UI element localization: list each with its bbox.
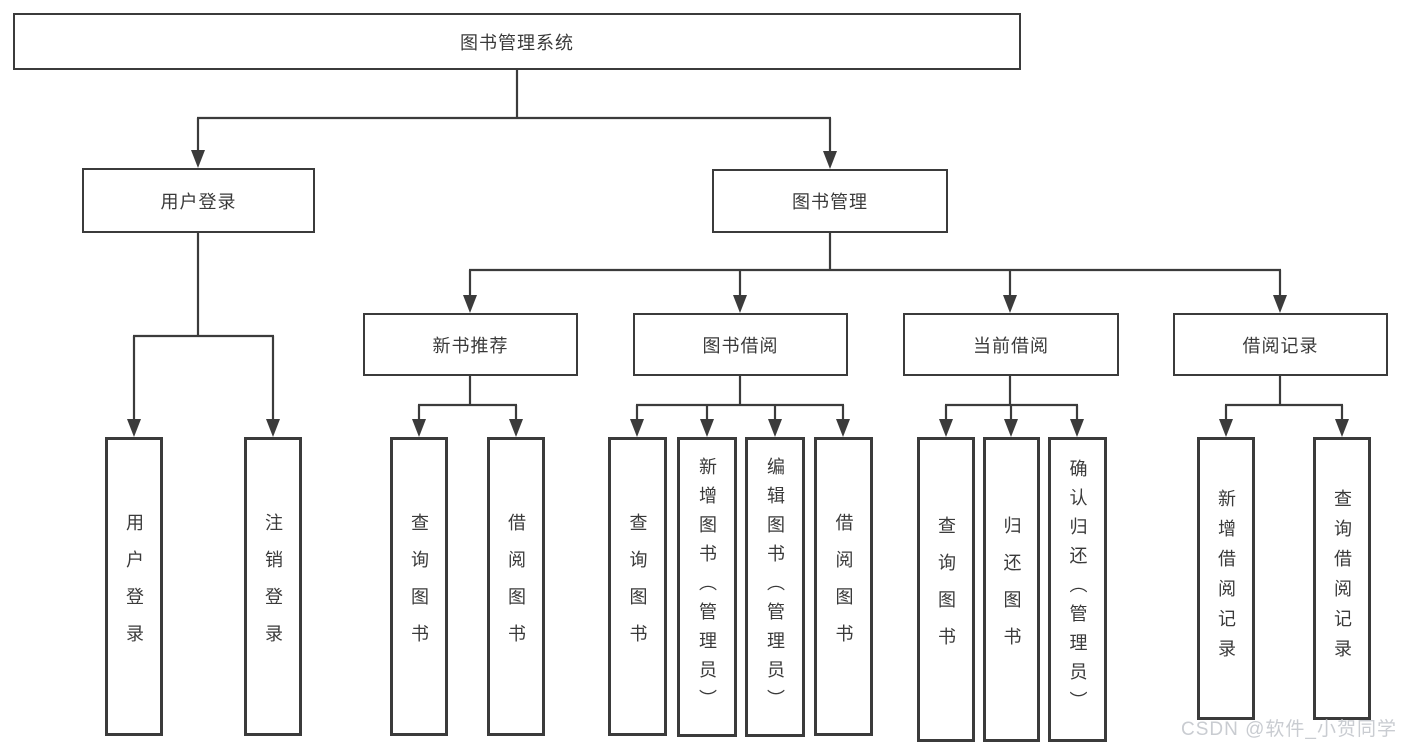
leaf-edit-books-admin: 编辑图书（管理员） (745, 437, 805, 737)
leaf-query-books-1: 查询图书 (390, 437, 448, 736)
connector-borrowrecords-to-leaves (1224, 375, 1344, 421)
node-new-book-recommend-label: 新书推荐 (432, 335, 509, 356)
leaf-borrow-books-1-label: 借阅图书 (506, 512, 526, 661)
node-book-management: 图书管理 (712, 169, 948, 233)
arrowheads (127, 150, 1349, 437)
node-book-borrow-label: 图书借阅 (702, 335, 779, 356)
leaf-confirm-return-admin-label: 确认归还（管理员） (1067, 459, 1088, 720)
leaf-query-books-3-label: 查询图书 (936, 515, 956, 664)
connector-root-to-level2 (196, 70, 832, 153)
connector-newbookrec-to-leaves (417, 375, 518, 421)
leaf-query-books-2: 查询图书 (608, 437, 667, 736)
leaf-user-login: 用户登录 (105, 437, 163, 736)
node-current-borrow: 当前借阅 (903, 313, 1119, 376)
leaf-return-books: 归还图书 (983, 437, 1040, 742)
leaf-add-books-admin: 新增图书（管理员） (677, 437, 737, 737)
leaf-add-books-admin-label: 新增图书（管理员） (697, 456, 717, 718)
leaf-user-login-label: 用户登录 (124, 512, 144, 661)
node-library-system-label: 图书管理系统 (460, 32, 574, 53)
node-book-management-label: 图书管理 (792, 192, 868, 212)
leaf-add-borrow-record: 新增借阅记录 (1197, 437, 1255, 720)
node-user-login-label: 用户登录 (160, 191, 237, 212)
leaf-query-books-3: 查询图书 (917, 437, 975, 742)
node-borrow-records-label: 借阅记录 (1242, 335, 1319, 356)
connector-bookmgmt-to-level3 (468, 233, 1282, 297)
node-library-system: 图书管理系统 (13, 13, 1021, 70)
leaf-borrow-books-2-label: 借阅图书 (833, 512, 854, 661)
leaf-logout-label: 注销登录 (263, 512, 283, 661)
node-user-login: 用户登录 (82, 168, 315, 233)
node-borrow-records: 借阅记录 (1173, 313, 1388, 376)
node-new-book-recommend: 新书推荐 (363, 313, 578, 376)
node-current-borrow-label: 当前借阅 (973, 335, 1049, 356)
leaf-query-borrow-record-label: 查询借阅记录 (1332, 488, 1352, 669)
connector-bookborrow-to-leaves (635, 375, 845, 421)
connector-currentborrow-to-leaves (944, 375, 1079, 421)
leaf-logout: 注销登录 (244, 437, 302, 736)
leaf-query-borrow-record: 查询借阅记录 (1313, 437, 1371, 720)
leaf-borrow-books-1: 借阅图书 (487, 437, 545, 736)
leaf-confirm-return-admin: 确认归还（管理员） (1048, 437, 1107, 742)
leaf-return-books-label: 归还图书 (1001, 515, 1022, 664)
leaf-borrow-books-2: 借阅图书 (814, 437, 873, 736)
leaf-query-books-1-label: 查询图书 (409, 512, 429, 661)
node-book-borrow: 图书借阅 (633, 313, 848, 376)
connector-userlogin-to-leaves (132, 233, 275, 421)
leaf-add-borrow-record-label: 新增借阅记录 (1216, 488, 1236, 669)
leaf-query-books-2-label: 查询图书 (627, 512, 648, 661)
leaf-edit-books-admin-label: 编辑图书（管理员） (765, 456, 785, 718)
